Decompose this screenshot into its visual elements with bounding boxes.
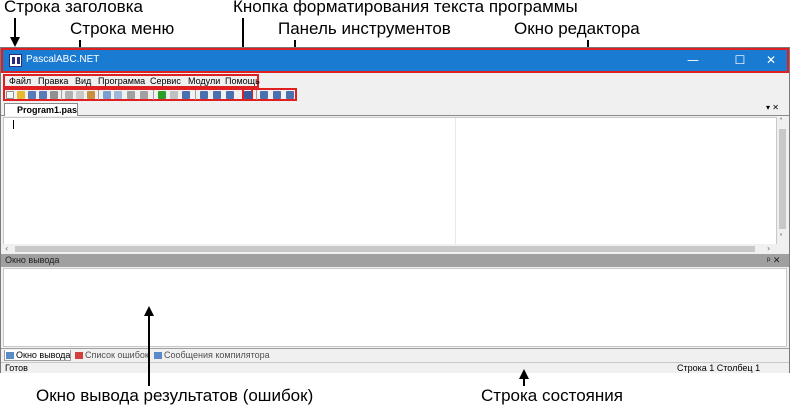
arrow-output xyxy=(148,314,150,386)
output-panel-controls[interactable]: ᵖ ✕ xyxy=(767,255,781,265)
menu-item-file[interactable]: Файл xyxy=(9,76,32,86)
toolbar-separator xyxy=(195,90,196,100)
debug-step-over-icon[interactable] xyxy=(213,91,221,99)
arrow-titlebar xyxy=(14,18,16,38)
scroll-down-icon[interactable]: ˅ xyxy=(779,233,783,242)
close-button[interactable]: ✕ xyxy=(765,53,777,67)
menu-item-help[interactable]: Помощь xyxy=(225,76,260,86)
title-bar[interactable]: PascalABC.NET — ☐ ✕ xyxy=(1,48,789,73)
minimize-button[interactable]: — xyxy=(687,53,699,67)
editor-vertical-scrollbar[interactable]: ˄ ˅ xyxy=(777,117,787,245)
cut-icon[interactable] xyxy=(65,91,73,99)
stop-icon[interactable] xyxy=(170,91,178,99)
undo-icon[interactable] xyxy=(103,91,111,99)
run-icon[interactable] xyxy=(158,91,166,99)
scroll-up-icon[interactable]: ˄ xyxy=(779,117,783,126)
menu-item-service[interactable]: Сервис xyxy=(150,76,181,86)
toolbar-separator xyxy=(153,90,154,100)
annotation-toolbar: Панель инструментов xyxy=(278,19,451,38)
compile-icon[interactable] xyxy=(182,91,190,99)
annotation-statusbar: Строка состояния xyxy=(481,386,623,405)
text-caret xyxy=(13,120,14,129)
format-code-icon[interactable] xyxy=(244,91,252,99)
status-text: Готов xyxy=(5,363,28,373)
tab-program1[interactable]: Program1.pas xyxy=(4,103,78,116)
open-folder-icon[interactable] xyxy=(17,91,25,99)
scroll-left-icon[interactable]: ‹ xyxy=(5,244,9,253)
editor-horizontal-scrollbar[interactable]: ‹ › xyxy=(3,244,777,254)
output-panel-header: Окно вывода ᵖ ✕ xyxy=(1,254,789,267)
menu-item-program[interactable]: Программа xyxy=(98,76,146,86)
editor-margin-line xyxy=(455,118,456,246)
compiler-messages-icon xyxy=(154,352,162,359)
cursor-position: Строка 1 Столбец 1 xyxy=(677,363,761,373)
annotation-format-button: Кнопка форматирования текста программы xyxy=(233,0,578,16)
window-layout-icon[interactable] xyxy=(260,91,268,99)
window-layout-2-icon[interactable] xyxy=(273,91,281,99)
window-title: PascalABC.NET xyxy=(26,54,100,65)
debug-step-icon[interactable] xyxy=(200,91,208,99)
new-file-icon[interactable] xyxy=(6,91,14,99)
tab-error-list-label: Список ошибок xyxy=(85,350,149,360)
tab-compiler-messages-label: Сообщения компилятора xyxy=(164,350,270,360)
tab-error-list[interactable]: Список ошибок xyxy=(74,350,149,361)
status-bar: Готов Строка 1 Столбец 1 xyxy=(1,362,789,373)
format-code-button-highlight xyxy=(242,88,253,101)
toolbar-separator xyxy=(98,90,99,100)
scroll-thumb[interactable] xyxy=(779,129,786,229)
tab-output-window[interactable]: Окно вывода xyxy=(4,350,72,361)
redo-icon[interactable] xyxy=(114,91,122,99)
annotation-menubar: Строка меню xyxy=(70,19,175,38)
paste-icon[interactable] xyxy=(87,91,95,99)
print-icon[interactable] xyxy=(50,91,58,99)
menu-item-view[interactable]: Вид xyxy=(75,76,92,86)
annotation-editor: Окно редактора xyxy=(514,19,640,38)
bottom-tab-strip: Окно вывода Список ошибок Сообщения комп… xyxy=(1,348,789,361)
arrowhead-output xyxy=(144,306,154,316)
toolbar-separator xyxy=(256,90,257,100)
replace-icon[interactable] xyxy=(140,91,148,99)
code-editor[interactable] xyxy=(3,117,777,246)
editor-tab-strip: Program1.pas ▾ ✕ xyxy=(1,102,789,116)
window-layout-3-icon[interactable] xyxy=(286,91,294,99)
output-panel[interactable] xyxy=(3,268,787,347)
editor-tab-controls[interactable]: ▾ ✕ xyxy=(766,103,779,112)
scroll-right-icon[interactable]: › xyxy=(767,244,771,253)
app-logo-icon xyxy=(9,54,22,67)
toolbar-separator xyxy=(61,90,62,100)
find-icon[interactable] xyxy=(127,91,135,99)
menu-item-modules[interactable]: Модули xyxy=(188,76,221,86)
maximize-button[interactable]: ☐ xyxy=(734,53,746,67)
app-window: PascalABC.NET — ☐ ✕ Файл Правка Вид Прог… xyxy=(0,47,790,373)
annotation-titlebar: Строка заголовка xyxy=(4,0,143,16)
menu-item-edit[interactable]: Правка xyxy=(38,76,69,86)
menu-bar: Файл Правка Вид Программа Сервис Модули … xyxy=(3,74,260,88)
tab-output-window-label: Окно вывода xyxy=(16,350,71,360)
save-all-icon[interactable] xyxy=(39,91,47,99)
annotation-output: Окно вывода результатов (ошибок) xyxy=(36,386,314,405)
arrowhead-statusbar xyxy=(519,369,529,379)
save-icon[interactable] xyxy=(28,91,36,99)
error-list-icon xyxy=(75,352,83,359)
arrowhead-titlebar xyxy=(10,37,20,47)
toolbar xyxy=(3,88,297,101)
output-panel-title: Окно вывода xyxy=(5,255,60,265)
copy-icon[interactable] xyxy=(76,91,84,99)
output-window-icon xyxy=(6,352,14,359)
tab-compiler-messages[interactable]: Сообщения компилятора xyxy=(153,350,270,361)
scroll-thumb[interactable] xyxy=(15,246,755,252)
debug-stop-icon[interactable] xyxy=(226,91,234,99)
arrow-statusbar xyxy=(523,377,525,386)
